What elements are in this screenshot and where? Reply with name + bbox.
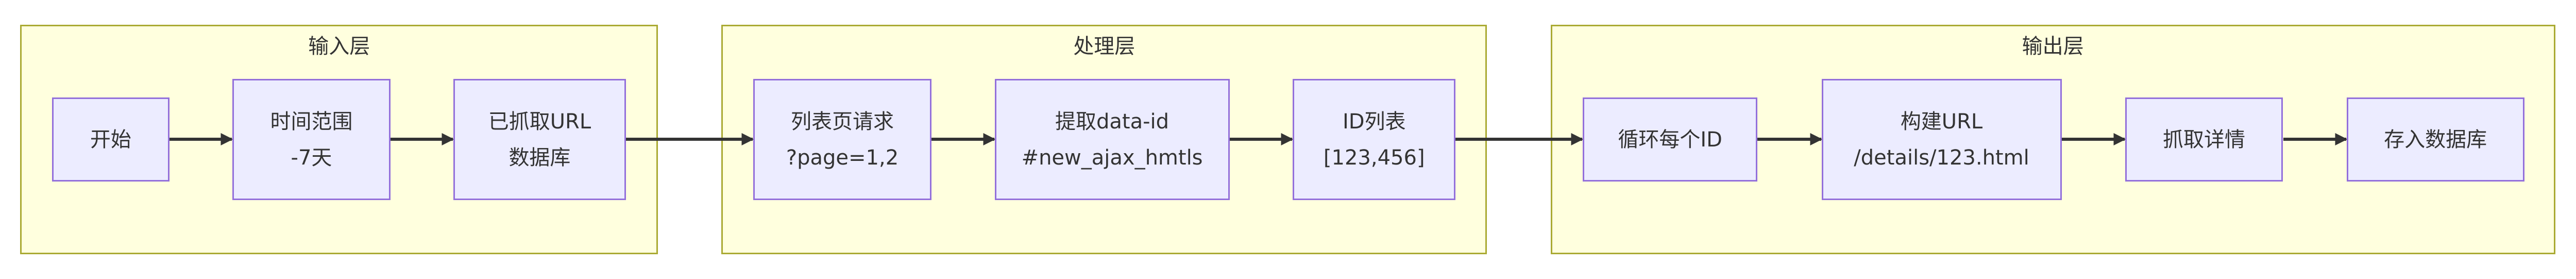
node-sublabel: -7天 [291, 145, 332, 170]
node-list-page-request[interactable]: 列表页请求 ?page=1,2 [753, 79, 932, 200]
node-sublabel: [123,456] [1323, 145, 1425, 170]
node-sublabel: 数据库 [509, 145, 571, 170]
cluster-title: 输出层 [2022, 35, 2084, 58]
node-extract-data-id[interactable]: 提取data-id #new_ajax_hmtls [994, 79, 1230, 200]
node-label: 已抓取URL [488, 109, 591, 134]
node-id-list[interactable]: ID列表 [123,456] [1293, 79, 1456, 200]
node-label: 存入数据库 [2384, 127, 2487, 152]
node-time-range[interactable]: 时间范围 -7天 [232, 79, 391, 200]
node-label: 时间范围 [270, 109, 353, 134]
node-start[interactable]: 开始 [52, 97, 170, 182]
node-crawled-url-db[interactable]: 已抓取URL 数据库 [453, 79, 626, 200]
node-label: 循环每个ID [1618, 127, 1722, 152]
node-build-url[interactable]: 构建URL/details/123.html [1821, 79, 2062, 200]
node-label: 抓取详情 [2163, 127, 2246, 152]
cluster-title: 输入层 [308, 35, 370, 58]
node-sublabel: ?page=1,2 [786, 145, 899, 170]
node-sublabel: /details/123.html [1854, 145, 2029, 170]
node-label: 列表页请求 [791, 109, 894, 134]
node-loop-each-id[interactable]: 循环每个ID [1583, 97, 1758, 182]
node-label: 构建URL [1900, 109, 1983, 134]
node-label: 开始 [90, 127, 131, 152]
node-fetch-details[interactable]: 抓取详情 [2125, 97, 2283, 182]
node-label: ID列表 [1342, 109, 1406, 134]
node-save-to-db[interactable]: 存入数据库 [2346, 97, 2524, 182]
node-label: 提取data-id [1055, 109, 1170, 134]
cluster-title: 处理层 [1073, 35, 1136, 58]
node-sublabel: #new_ajax_hmtls [1021, 145, 1203, 170]
